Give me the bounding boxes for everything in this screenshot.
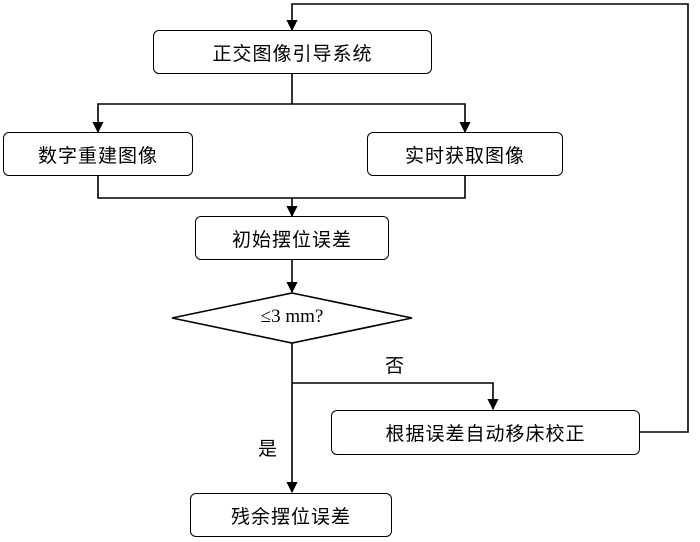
merge-right-line [292, 176, 466, 199]
no-label: 否 [385, 355, 405, 377]
orthogonal-guidance-system-box: 正交图像引导系统 [153, 30, 432, 74]
yes-label: 是 [258, 438, 278, 460]
merge-left-line [97, 176, 292, 199]
digital-reconstruction-box: 数字重建图像 [3, 132, 193, 176]
loop-back-arrow [286, 3, 689, 433]
realtime-acquisition-box: 实时获取图像 [367, 132, 563, 176]
decision-label: ≤3 mm? [260, 306, 324, 327]
auto-correction-box: 根据误差自动移床校正 [331, 410, 640, 455]
residual-error-box: 残余摆位误差 [190, 493, 392, 537]
initial-error-box: 初始摆位误差 [195, 216, 389, 260]
split-line [92, 74, 293, 134]
split-right-arrow [292, 103, 471, 134]
no-arrow [292, 382, 499, 411]
